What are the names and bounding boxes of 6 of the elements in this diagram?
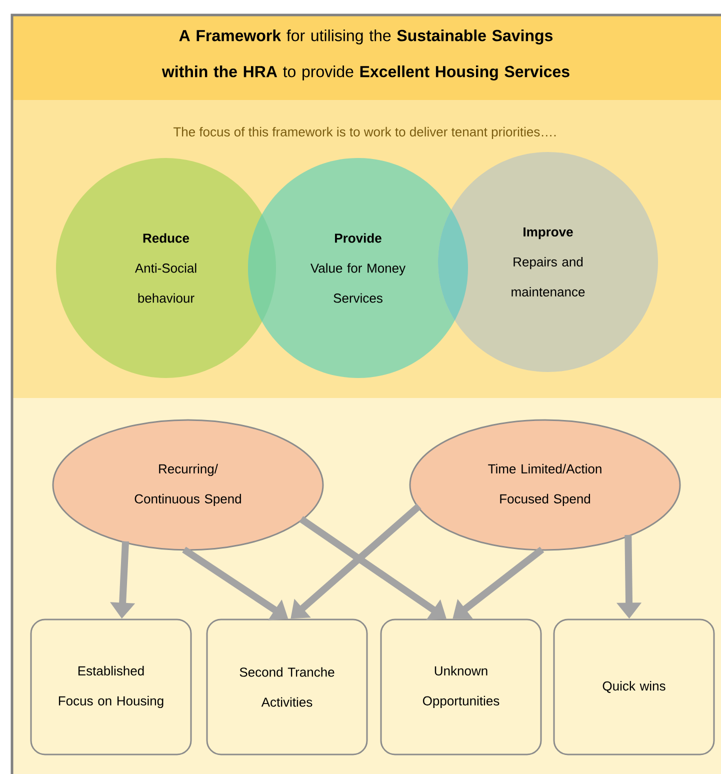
rounded-box: Unknown Opportunities — [380, 618, 542, 756]
subtitle: The focus of this framework is to work to deliver tenant priorities…. — [173, 126, 556, 140]
rounded-box: Second Tranche Activities — [206, 618, 368, 756]
rounded-box: Quick wins — [553, 618, 715, 756]
rounded-box: Established Focus on Housing — [30, 618, 192, 756]
title: A Framework for utilising the Sustainable Savings within the HRA to provide Excellent Housing Services — [162, 30, 570, 80]
